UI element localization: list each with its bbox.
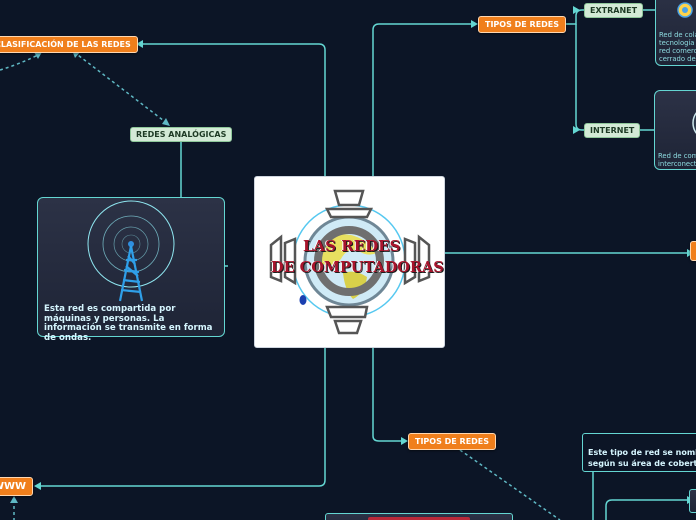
- node-tipos-redes-top[interactable]: TIPOS DE REDES: [478, 16, 567, 33]
- central-title-line2: DE COMPUTADORAS: [271, 259, 444, 276]
- bottom-card-image-strip: [368, 517, 470, 520]
- node-www-label: WWW: [0, 481, 27, 492]
- node-tipos-redes-bottom-label: TIPOS DE REDES: [415, 437, 490, 446]
- central-title-line1: LAS REDES: [303, 237, 401, 255]
- radio-tower-icon: [87, 200, 175, 302]
- card-extranet-text: Red de cola tecnología d red comerc cerr…: [659, 31, 696, 63]
- node-tipos-redes-bottom[interactable]: TIPOS DE REDES: [408, 433, 497, 450]
- node-www[interactable]: WWW: [0, 477, 34, 496]
- card-bottom-partial[interactable]: [325, 513, 513, 520]
- card-redes-analogicas[interactable]: Esta red es compartida por máquinas y pe…: [37, 197, 225, 342]
- node-extranet-label: EXTRANET: [590, 6, 638, 15]
- node-clasificacion-redes[interactable]: CLASIFICACIÓN DE LAS REDES: [0, 36, 138, 53]
- node-clasificacion-label: CLASIFICACIÓN DE LAS REDES: [0, 40, 131, 49]
- node-extranet[interactable]: EXTRANET: [584, 3, 644, 18]
- link-tipos-bottom: [372, 346, 404, 442]
- card-extranet[interactable]: Red de cola tecnología d red comerc cerr…: [655, 0, 696, 66]
- network-globe-icon: [269, 189, 431, 335]
- link-clasificacion: [140, 43, 326, 176]
- link-tipos-top: [372, 23, 474, 176]
- node-bottom-right-partial[interactable]: [689, 489, 696, 513]
- node-right-partial[interactable]: [690, 241, 696, 261]
- node-redes-analogicas-label: REDES ANALÓGICAS: [136, 130, 227, 139]
- link-www: [38, 346, 326, 487]
- card-internet[interactable]: Red de com interconecta: [654, 90, 696, 170]
- globe-icon: [692, 112, 696, 134]
- globe-network-icon: [677, 2, 693, 18]
- card-redes-analogicas-text: Esta red es compartida por máquinas y pe…: [44, 304, 213, 343]
- node-internet-label: INTERNET: [590, 126, 635, 135]
- node-internet[interactable]: INTERNET: [584, 123, 641, 138]
- note-area-cobertura-text: Este tipo de red se nomb según su área d…: [588, 448, 696, 468]
- central-topic[interactable]: LAS REDES DE COMPUTADORAS: [254, 176, 445, 348]
- node-redes-analogicas[interactable]: REDES ANALÓGICAS: [130, 127, 233, 142]
- note-area-cobertura[interactable]: Este tipo de red se nomb según su área d…: [582, 433, 696, 472]
- card-internet-text: Red de com interconecta: [658, 152, 696, 168]
- node-tipos-redes-top-label: TIPOS DE REDES: [485, 20, 560, 29]
